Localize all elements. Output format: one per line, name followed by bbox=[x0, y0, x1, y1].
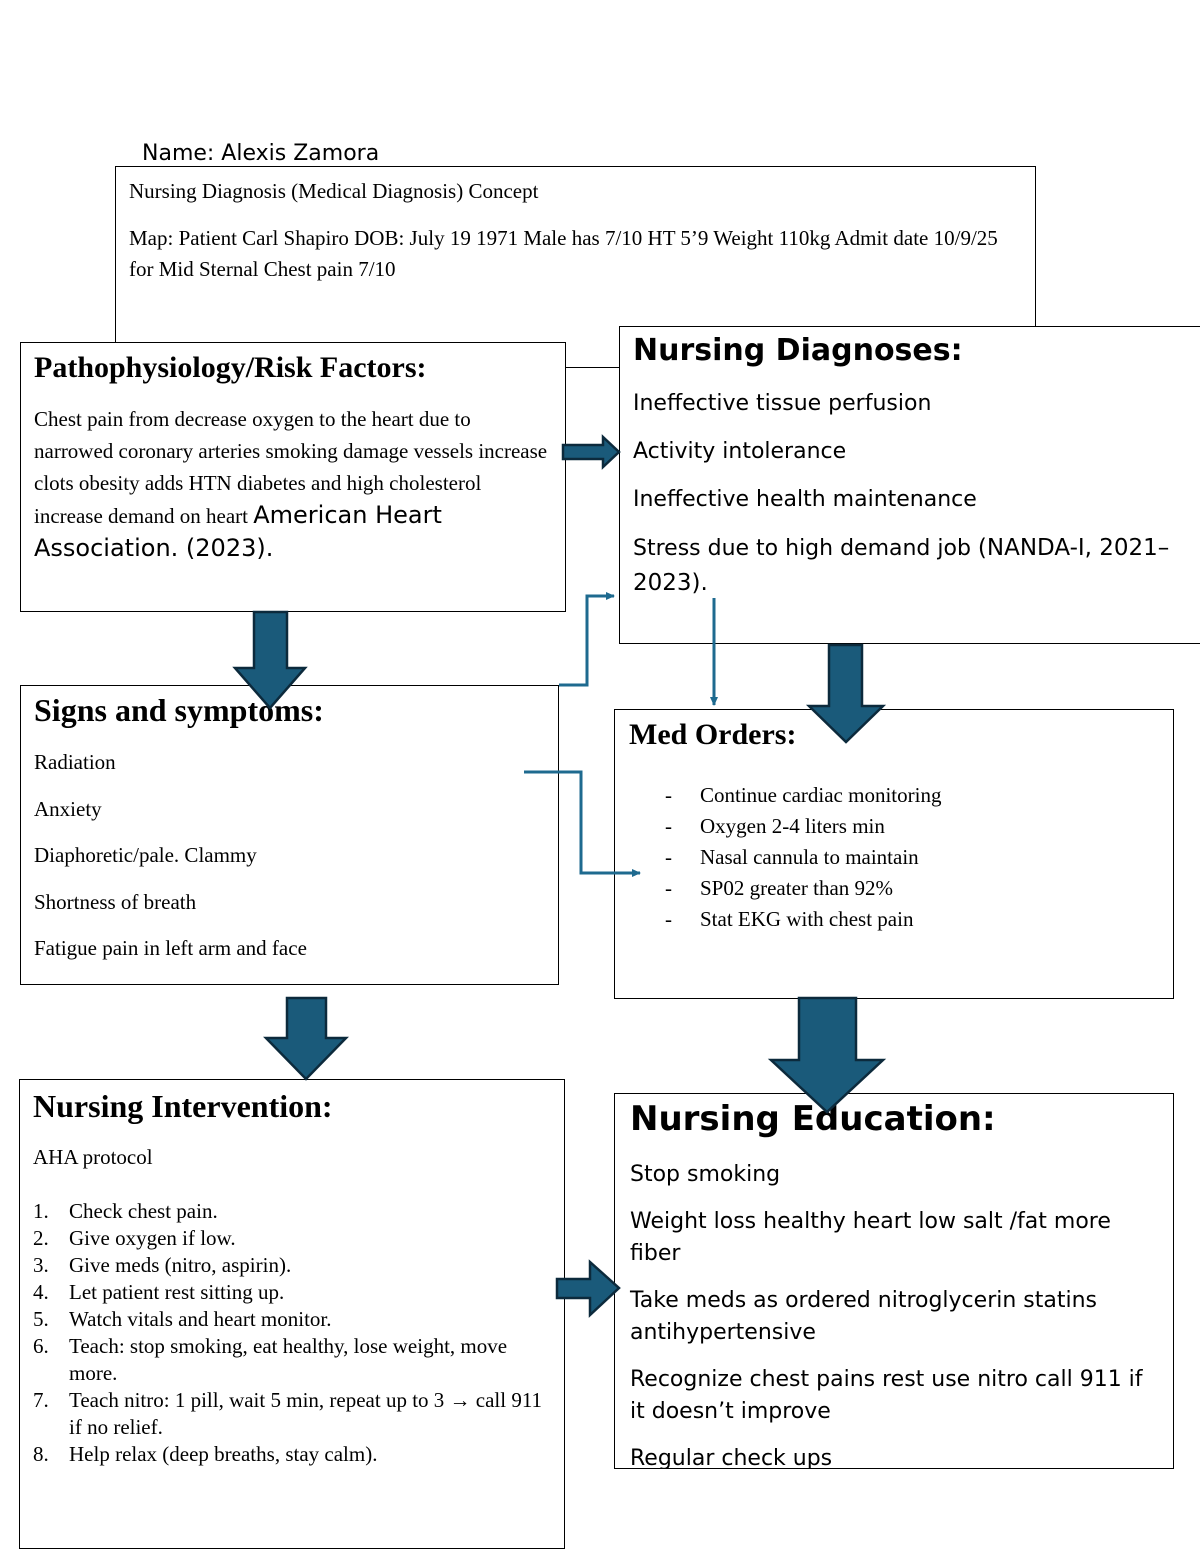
intervention-step: 1. Check chest pain. bbox=[33, 1198, 551, 1225]
symptom-item: Diaphoretic/pale. Clammy bbox=[34, 843, 257, 867]
symptom-item: Anxiety bbox=[34, 796, 102, 821]
step-number: 4. bbox=[33, 1280, 49, 1304]
right-arrow-icon bbox=[555, 1259, 621, 1318]
intervention-step: 7. Teach nitro: 1 pill, wait 5 min, repea… bbox=[33, 1387, 551, 1441]
intervention-step: 3. Give meds (nitro, aspirin). bbox=[33, 1252, 551, 1279]
med-order-item: - Continue cardiac monitoring bbox=[629, 780, 1159, 811]
intervention-step: 5. Watch vitals and heart monitor. bbox=[33, 1306, 551, 1333]
step-number: 2. bbox=[33, 1226, 49, 1250]
med-order-text: Nasal cannula to maintain bbox=[700, 845, 919, 869]
bullet-dash: - bbox=[665, 907, 672, 931]
pathophysiology-body: Chest pain from decrease oxygen to the h… bbox=[34, 407, 548, 528]
step-text: Help relax (deep breaths, stay calm). bbox=[69, 1442, 378, 1466]
med-order-text: Oxygen 2-4 liters min bbox=[700, 814, 885, 838]
education-item: Regular check ups bbox=[630, 1446, 833, 1469]
step-number: 3. bbox=[33, 1253, 49, 1277]
right-arrow-icon bbox=[561, 434, 621, 470]
step-text: Give oxygen if low. bbox=[69, 1226, 236, 1250]
intervention-step: 6. Teach: stop smoking, eat healthy, lose… bbox=[33, 1333, 551, 1387]
diagnoses-citation: (NANDA-I, 2021–2023). bbox=[633, 535, 1170, 596]
diagnosis-item: Stress due to high demand job bbox=[633, 536, 978, 561]
diagnosis-item: Activity intolerance bbox=[633, 439, 847, 464]
med-order-text: Stat EKG with chest pain bbox=[700, 907, 914, 931]
student-name-label: Name: Alexis Zamora bbox=[142, 141, 380, 166]
nursing-diagnoses-box: Nursing Diagnoses: Ineffective tissue pe… bbox=[619, 326, 1200, 644]
pathophysiology-citation: American Heart Association. (2023). bbox=[34, 501, 442, 562]
down-arrow-icon bbox=[263, 996, 349, 1081]
med-orders-heading: Med Orders: bbox=[629, 718, 797, 751]
bullet-dash: - bbox=[665, 814, 672, 838]
concept-map-title: Nursing Diagnosis (Medical Diagnosis) Co… bbox=[129, 179, 539, 203]
nursing-education-box: Nursing Education: Stop smoking Weight l… bbox=[614, 1093, 1174, 1469]
connector-arrow-icon bbox=[559, 592, 615, 687]
step-number: 6. bbox=[33, 1334, 49, 1358]
intervention-step: 2. Give oxygen if low. bbox=[33, 1225, 551, 1252]
diagnosis-item-with-citation: Stress due to high demand job (NANDA-I, … bbox=[633, 531, 1200, 601]
symptom-item: Fatigue pain in left arm and face bbox=[34, 936, 307, 960]
bullet-dash: - bbox=[665, 876, 672, 900]
nursing-education-heading: Nursing Education: bbox=[630, 1099, 996, 1139]
education-item: Take meds as ordered nitroglycerin stati… bbox=[630, 1288, 1097, 1345]
signs-symptoms-box: Signs and symptoms: Radiation Anxiety Di… bbox=[20, 685, 559, 985]
step-number: 7. bbox=[33, 1388, 49, 1412]
nursing-diagnoses-heading: Nursing Diagnoses: bbox=[633, 333, 963, 368]
intervention-step: 4. Let patient rest sitting up. bbox=[33, 1279, 551, 1306]
step-text: Watch vitals and heart monitor. bbox=[69, 1307, 332, 1331]
step-text: Teach: stop smoking, eat healthy, lose w… bbox=[69, 1334, 508, 1385]
intervention-step: 8. Help relax (deep breaths, stay calm). bbox=[33, 1441, 551, 1468]
signs-symptoms-heading: Signs and symptoms: bbox=[34, 692, 324, 728]
step-text: Let patient rest sitting up. bbox=[69, 1280, 285, 1304]
nursing-intervention-box: Nursing Intervention: AHA protocol 1. Che… bbox=[19, 1079, 565, 1549]
symptom-item: Radiation bbox=[34, 750, 116, 774]
step-number: 5. bbox=[33, 1307, 49, 1331]
patient-summary: Map: Patient Carl Shapiro DOB: July 19 1… bbox=[129, 226, 998, 281]
bullet-dash: - bbox=[665, 845, 672, 869]
diagnosis-item: Ineffective tissue perfusion bbox=[633, 391, 932, 416]
pathophysiology-heading: Pathophysiology/Risk Factors: bbox=[34, 351, 427, 384]
symptom-item: Shortness of breath bbox=[34, 889, 197, 914]
pathophysiology-text: Chest pain from decrease oxygen to the h… bbox=[34, 403, 552, 565]
med-order-text: Continue cardiac monitoring bbox=[700, 783, 942, 807]
concept-map-header-box: Nursing Diagnosis (Medical Diagnosis) Co… bbox=[115, 166, 1036, 368]
diagnosis-item: Ineffective health maintenance bbox=[633, 487, 977, 512]
intervention-intro: AHA protocol bbox=[33, 1145, 153, 1169]
education-item: Weight loss healthy heart low salt /fat … bbox=[630, 1209, 1111, 1266]
med-order-item: - Stat EKG with chest pain bbox=[629, 904, 1159, 935]
step-number: 8. bbox=[33, 1442, 49, 1466]
med-orders-list: - Continue cardiac monitoring - Oxygen 2-4… bbox=[629, 780, 1159, 935]
step-number: 1. bbox=[33, 1199, 49, 1223]
education-item: Stop smoking bbox=[630, 1162, 781, 1187]
pathophysiology-box: Pathophysiology/Risk Factors: Chest pain… bbox=[20, 342, 566, 612]
intervention-steps-list: 1. Check chest pain. 2. Give oxygen if low… bbox=[33, 1198, 551, 1468]
med-order-text: SP02 greater than 92% bbox=[700, 876, 894, 900]
med-order-item: - SP02 greater than 92% bbox=[629, 873, 1159, 904]
med-order-item: - Nasal cannula to maintain bbox=[629, 842, 1159, 873]
step-text: Check chest pain. bbox=[69, 1199, 218, 1223]
step-text: Teach nitro: 1 pill, wait 5 min, repeat … bbox=[69, 1388, 543, 1439]
nursing-intervention-heading: Nursing Intervention: bbox=[33, 1088, 333, 1124]
step-text: Give meds (nitro, aspirin). bbox=[69, 1253, 292, 1277]
med-order-item: - Oxygen 2-4 liters min bbox=[629, 811, 1159, 842]
education-item: Recognize chest pains rest use nitro cal… bbox=[630, 1367, 1143, 1424]
med-orders-box: Med Orders: - Continue cardiac monitoring… bbox=[614, 709, 1174, 999]
bullet-dash: - bbox=[665, 783, 672, 807]
